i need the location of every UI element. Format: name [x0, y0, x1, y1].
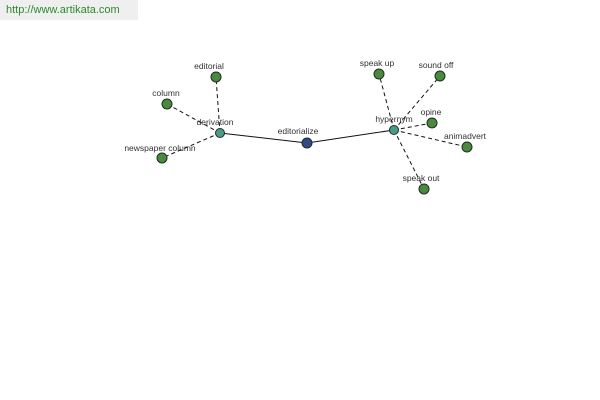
node-label-speak-out: speak out	[403, 173, 440, 183]
node-dot-editorial[interactable]	[210, 71, 222, 83]
edge-derivation-column	[166, 103, 221, 134]
node-dot-speak-up[interactable]	[373, 68, 385, 80]
edge-hypernym-animadvert	[393, 129, 468, 148]
node-label-editorial: editorial	[194, 61, 224, 71]
watermark: http://www.artikata.com	[0, 0, 138, 20]
node-dot-column[interactable]	[161, 98, 173, 110]
node-sound-off[interactable]: sound off	[419, 60, 454, 82]
graph-nodes: editorialize derivation hypernym editorial c…	[124, 58, 487, 195]
edge-hypernym-speak-up	[378, 73, 395, 131]
node-speak-out[interactable]: speak out	[403, 173, 440, 195]
node-dot-hypernym[interactable]	[389, 125, 399, 135]
edge-hypernym-sound-off	[393, 75, 441, 131]
node-newspaper-column[interactable]: newspaper column	[124, 143, 196, 164]
node-dot-sound-off[interactable]	[434, 70, 446, 82]
node-editorialize[interactable]: editorialize	[278, 126, 319, 149]
node-dot-editorialize[interactable]	[301, 137, 313, 149]
watermark-url: http://www.artikata.com	[6, 4, 120, 16]
node-animadvert[interactable]: animadvert	[444, 131, 487, 153]
node-hypernym[interactable]: hypernym	[375, 114, 413, 135]
node-label-hypernym: hypernym	[375, 114, 412, 124]
node-dot-animadvert[interactable]	[461, 141, 473, 153]
node-derivation[interactable]: derivation	[197, 117, 234, 138]
node-label-derivation: derivation	[197, 117, 234, 127]
node-label-animadvert: animadvert	[444, 131, 487, 141]
node-label-speak-up: speak up	[360, 58, 395, 68]
edge-derivation-editorial	[215, 76, 221, 134]
node-dot-newspaper-column[interactable]	[156, 152, 168, 164]
edge-editorialize-hypernym	[306, 129, 395, 144]
node-opine[interactable]: opine	[421, 107, 442, 129]
graph-edges	[161, 73, 468, 190]
node-dot-speak-out[interactable]	[418, 183, 430, 195]
node-label-opine: opine	[421, 107, 442, 117]
node-column[interactable]: column	[152, 88, 180, 110]
edge-derivation-newspaper-column	[161, 132, 221, 159]
edge-editorialize-derivation	[219, 132, 308, 144]
node-label-newspaper-column: newspaper column	[124, 143, 196, 153]
node-editorial[interactable]: editorial	[194, 61, 224, 83]
node-speak-up[interactable]: speak up	[360, 58, 395, 80]
node-dot-opine[interactable]	[426, 117, 438, 129]
node-label-column: column	[152, 88, 180, 98]
node-label-sound-off: sound off	[419, 60, 454, 70]
node-label-editorialize: editorialize	[278, 126, 319, 136]
node-dot-derivation[interactable]	[215, 128, 225, 138]
